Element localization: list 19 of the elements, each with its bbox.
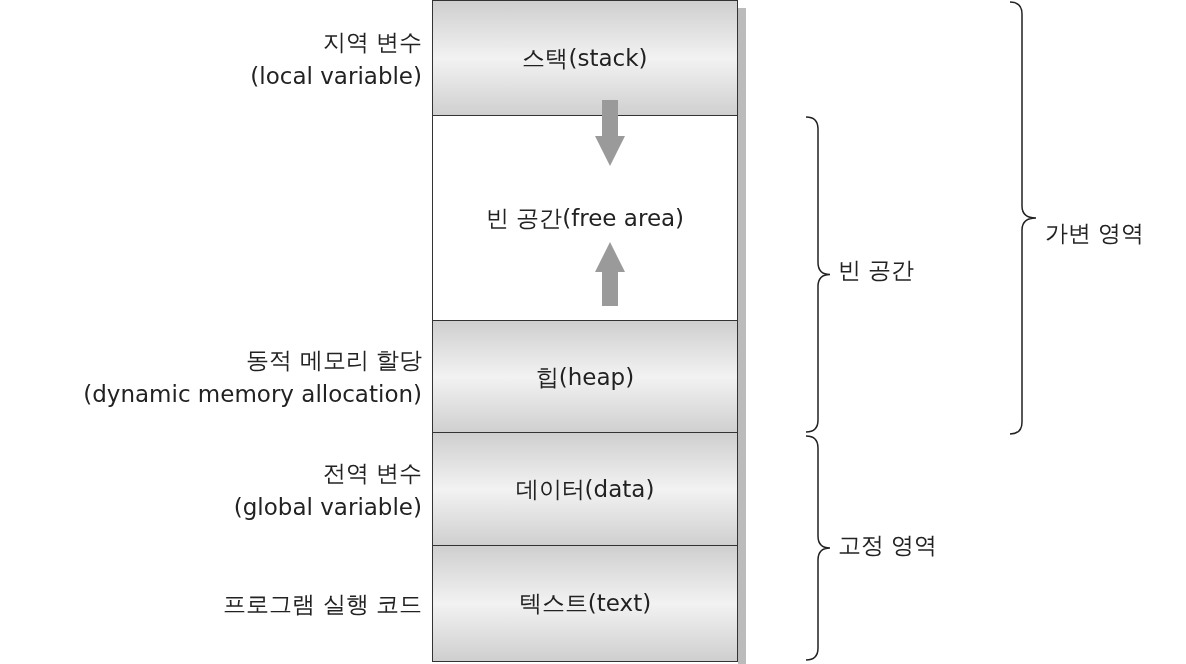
memory-segment xyxy=(432,320,738,434)
side-note: 프로그램 실행 코드 xyxy=(223,589,422,619)
block-arrow xyxy=(595,100,625,166)
segment-label: 힙(heap) xyxy=(535,362,635,392)
side-note: 지역 변수 (local variable) xyxy=(250,27,422,91)
block-arrow xyxy=(595,242,625,306)
side-note: 전역 변수 (global variable) xyxy=(233,458,422,522)
memory-segment xyxy=(432,432,738,547)
region-label: 빈 공간 xyxy=(838,256,915,285)
memory-segment xyxy=(432,115,738,322)
segment-label: 데이터(data) xyxy=(515,475,655,504)
memory-segment xyxy=(432,545,738,662)
segment-label: 빈 공간(free area) xyxy=(485,204,685,233)
segment-label: 텍스트(text) xyxy=(518,589,652,618)
region-label: 가변 영역 xyxy=(1045,219,1145,248)
segment-label: 스택(stack) xyxy=(522,44,648,73)
side-note: 동적 메모리 할당 (dynamic memory allocation) xyxy=(83,346,422,409)
region-label: 고정 영역 xyxy=(838,531,938,560)
memory-segment xyxy=(432,0,738,117)
